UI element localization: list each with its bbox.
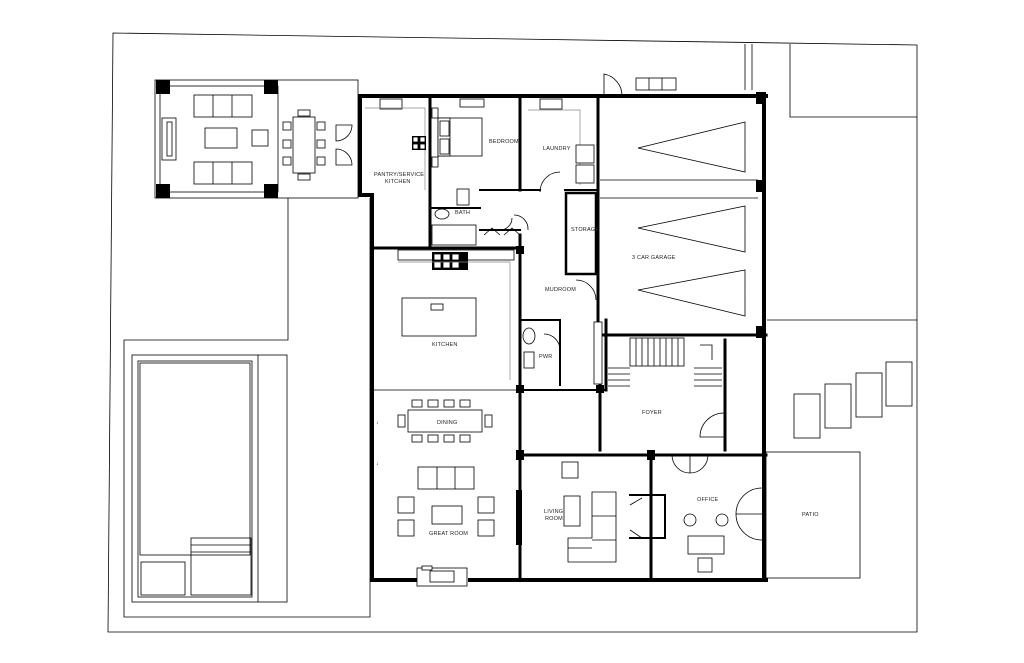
label-mudroom: MUDROOM — [545, 287, 576, 293]
label-living: LIVING — [544, 509, 563, 515]
label-foyer: FOYER — [642, 410, 662, 416]
label-dining: DINING — [437, 420, 457, 426]
garage-bays — [600, 121, 758, 317]
svg-text:↓: ↓ — [376, 461, 379, 467]
outdoor-pavilion — [154, 79, 359, 199]
label-pantry: PANTRY/SERVICE — [374, 172, 424, 178]
room-labels: PANTRY/SERVICE KITCHEN BEDROOM LAUNDRY B… — [374, 139, 819, 537]
label-great-room: GREAT ROOM — [429, 531, 468, 537]
exterior-walls — [358, 92, 768, 582]
svg-text:↓: ↓ — [376, 420, 379, 426]
label-living-sub: ROOM — [545, 516, 563, 522]
property-line — [107, 32, 918, 633]
label-bedroom: BEDROOM — [489, 139, 519, 145]
label-office: OFFICE — [697, 497, 718, 503]
foyer-stairs — [608, 337, 722, 387]
label-pantry-sub: KITCHEN — [385, 179, 411, 185]
label-storage: STORAGE — [571, 227, 599, 233]
label-kitchen: KITCHEN — [432, 342, 458, 348]
label-pwr: PWR — [539, 354, 552, 360]
label-laundry: LAUNDRY — [543, 146, 571, 152]
label-garage: 3 CAR GARAGE — [632, 255, 676, 261]
pool — [131, 354, 288, 603]
label-patio: PATIO — [802, 512, 819, 518]
label-bath: BATH — [455, 210, 470, 216]
